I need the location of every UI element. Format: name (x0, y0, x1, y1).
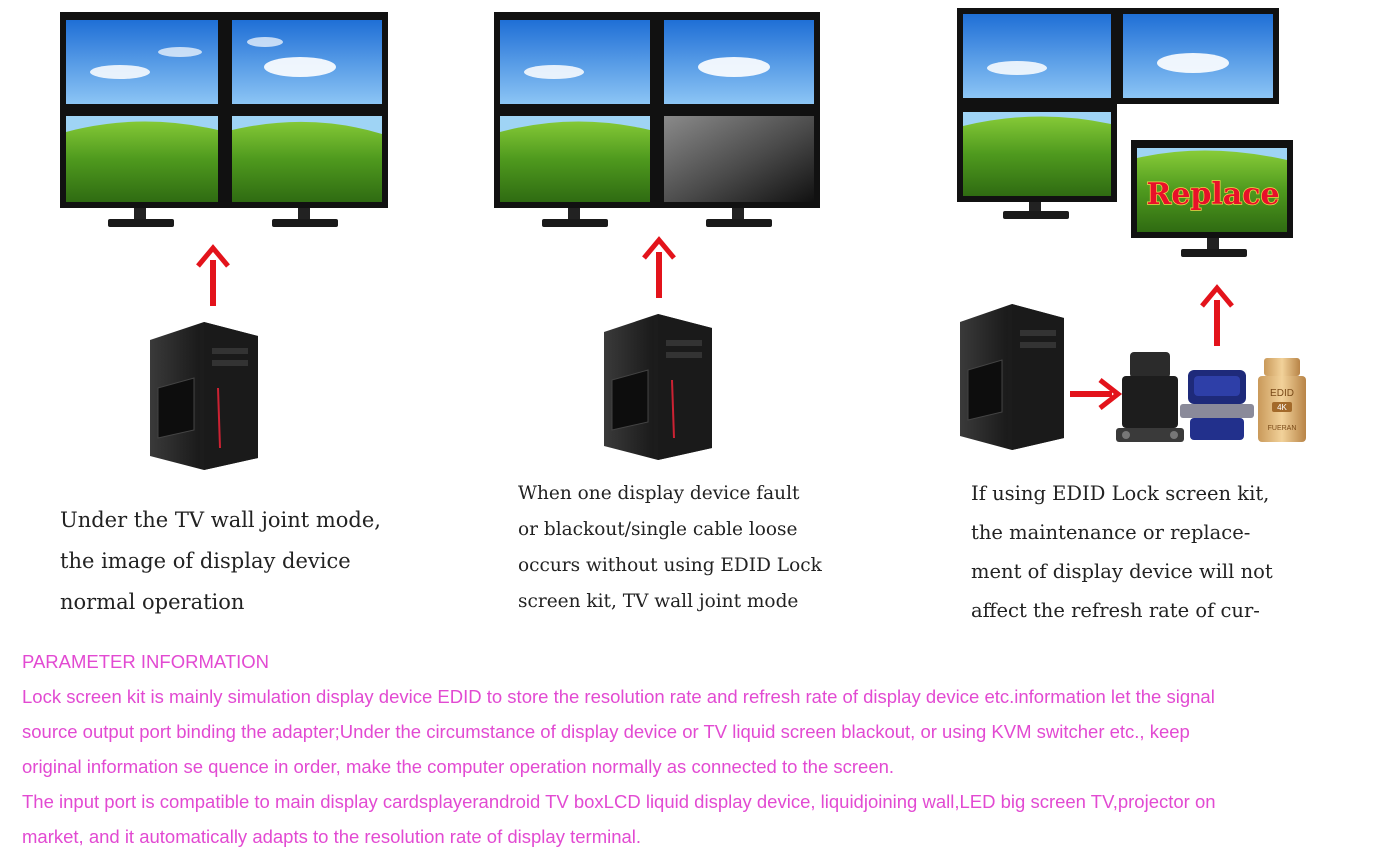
monitor-icon (232, 20, 382, 104)
monitor-icon (664, 20, 814, 104)
parameter-line: Lock screen kit is mainly simulation dis… (22, 686, 1215, 707)
hdmi-edid-adapter-icon: EDID 4K FUERAN (1258, 358, 1306, 442)
pc-tower-icon (150, 322, 258, 470)
monitor-icon (1123, 14, 1273, 98)
vga-adapter-icon (1116, 352, 1184, 442)
arrow-up-icon (196, 244, 230, 306)
parameter-line: market, and it automatically adapts to t… (22, 826, 642, 847)
brand-label: FUERAN (1268, 425, 1297, 432)
parameter-line: The input port is compatible to main dis… (22, 791, 1216, 812)
replacement-monitor-icon (1137, 148, 1287, 232)
caption-line: occurs without using EDID Lock (518, 555, 822, 576)
parameter-line: original information se quence in order,… (22, 756, 895, 777)
panel-3-monitor-wall: Replace (957, 8, 1293, 257)
caption-line: screen kit, TV wall joint mode (518, 591, 799, 612)
monitor-icon (500, 116, 650, 202)
dead-monitor-icon (664, 116, 814, 202)
caption-line: ment of display device will not (971, 560, 1273, 583)
panel-1-monitor-wall (60, 12, 388, 227)
monitor-icon (963, 112, 1111, 196)
panel-2-monitor-wall (494, 12, 820, 227)
resolution-label: 4K (1277, 403, 1287, 412)
panel-2-caption: When one display device fault or blackou… (518, 476, 822, 620)
panel-3-caption: If using EDID Lock screen kit, the maint… (971, 474, 1273, 630)
parameter-heading: PARAMETER INFORMATION (22, 651, 270, 672)
monitor-icon (500, 20, 650, 104)
vga-adapter-icon (1180, 370, 1254, 440)
monitor-icon (66, 20, 218, 104)
monitor-icon (963, 14, 1111, 98)
caption-line: affect the refresh rate of cur- (971, 599, 1260, 622)
replace-label: Replace (1146, 177, 1279, 212)
caption-line: the image of display device (60, 549, 351, 573)
parameter-information: PARAMETER INFORMATION Lock screen kit is… (22, 644, 1372, 854)
caption-line: When one display device fault (518, 483, 800, 504)
arrow-up-icon (1200, 284, 1234, 346)
caption-line: or blackout/single cable loose (518, 519, 798, 540)
panel-1-caption: Under the TV wall joint mode, the image … (60, 500, 381, 623)
monitor-icon (232, 116, 382, 202)
parameter-line: source output port binding the adapter;U… (22, 721, 1190, 742)
caption-line: If using EDID Lock screen kit, (971, 482, 1270, 505)
pc-tower-icon (960, 304, 1064, 450)
arrow-up-icon (642, 236, 676, 298)
caption-line: Under the TV wall joint mode, (60, 508, 381, 532)
arrow-right-icon (1070, 378, 1123, 410)
pc-tower-icon (604, 314, 712, 460)
caption-line: normal operation (60, 590, 245, 614)
edid-label: EDID (1270, 388, 1294, 399)
monitor-icon (66, 116, 218, 202)
caption-line: the maintenance or replace- (971, 521, 1251, 544)
